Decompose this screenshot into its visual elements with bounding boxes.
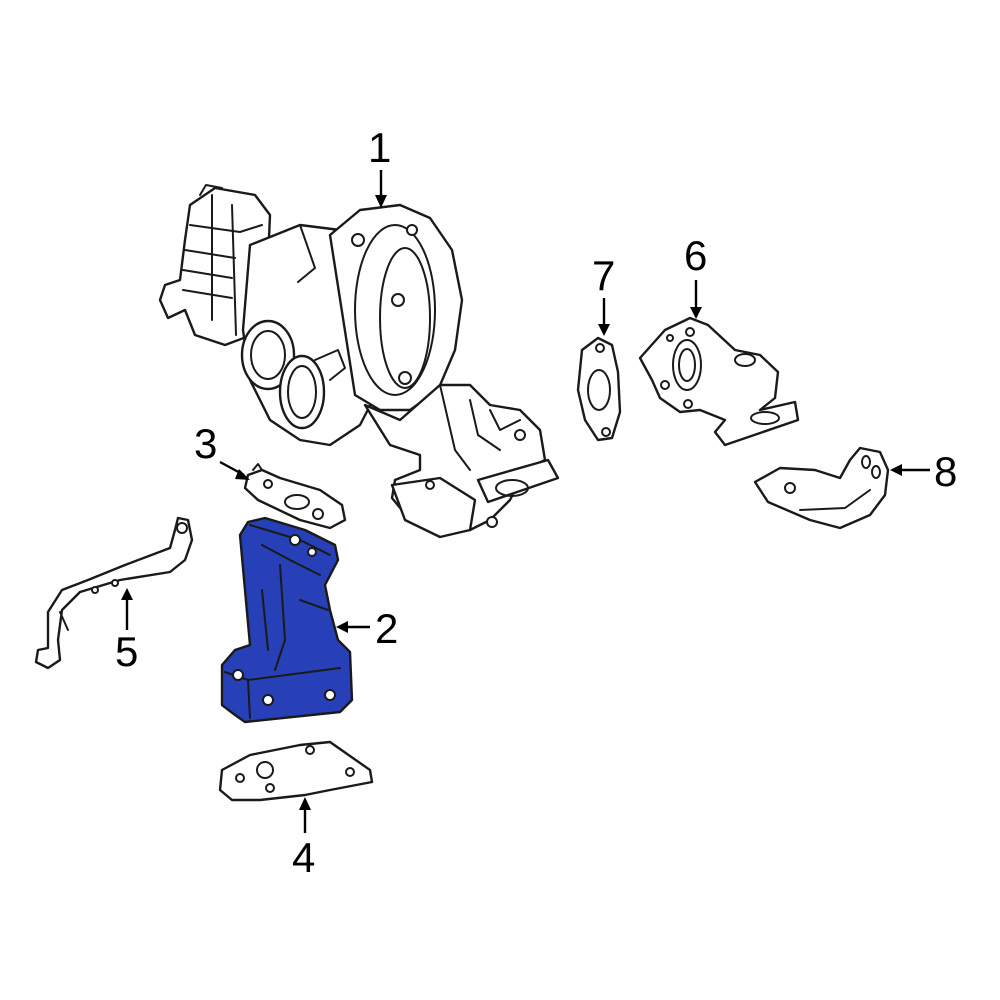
part-8-bracket xyxy=(753,446,890,530)
part-2-bracket-highlighted xyxy=(220,516,354,724)
part-6-elbow xyxy=(638,316,800,447)
callout-2: 2 xyxy=(375,605,398,652)
part-4-gasket xyxy=(218,740,374,802)
callout-1: 1 xyxy=(368,124,391,171)
callout-3: 3 xyxy=(194,420,217,467)
part-1-turbocharger xyxy=(158,184,560,539)
part-3-gasket xyxy=(243,463,347,530)
callout-7: 7 xyxy=(592,252,615,299)
callout-arrows xyxy=(121,170,930,833)
callout-4: 4 xyxy=(292,834,315,881)
callout-5: 5 xyxy=(115,628,138,675)
part-7-gasket xyxy=(576,336,622,442)
callout-8: 8 xyxy=(934,448,957,495)
part-5-bracket xyxy=(34,516,194,670)
callout-6: 6 xyxy=(684,232,707,279)
